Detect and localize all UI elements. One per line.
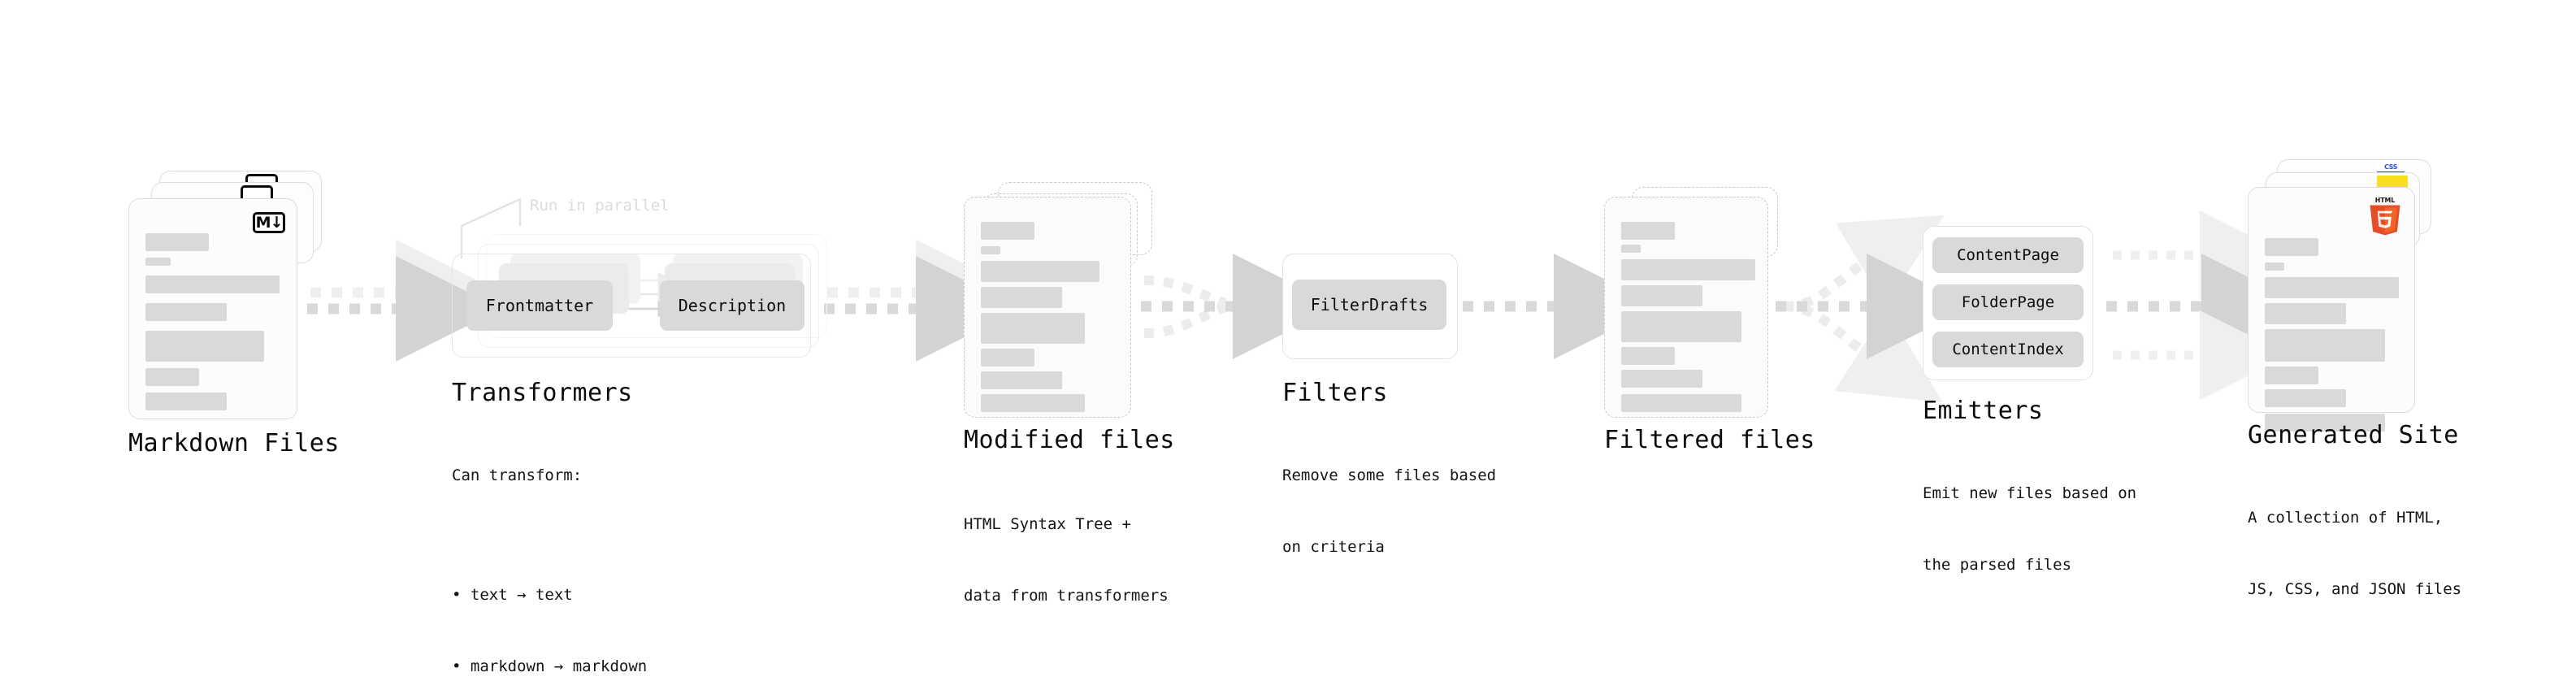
caption-line: on criteria [1282,538,1385,557]
filters-chip-filterdrafts[interactable]: FilterDrafts [1292,280,1446,330]
transformers-caption-title: Can transform: [452,466,583,484]
caption-line: Remove some files based [1282,466,1497,484]
connector-markdown-to-transformers [307,240,501,362]
modified-files-caption: HTML Syntax Tree + data from transformer… [964,465,1169,657]
connector-modified-to-filters [1141,254,1338,359]
caption-line: HTML Syntax Tree + [964,514,1131,533]
capability-item: • text → text [452,586,573,605]
stage-heading-generated-site: Generated Site [2248,421,2459,449]
run-in-parallel-label: Run in parallel [530,197,670,215]
stage-heading-transformers: Transformers [452,379,633,407]
stage-heading-emitters: Emitters [1923,397,2044,425]
caption-line: Emit new files based on [1923,484,2137,502]
site-card-front: HTML [2248,187,2415,432]
caption-line: JS, CSS, and JSON files [2248,580,2462,599]
transformer-chip-frontmatter[interactable]: Frontmatter [466,280,613,331]
emitters-chip-contentpage[interactable]: ContentPage [1932,237,2084,273]
markdown-card-front: M↓ [128,198,297,419]
caption-line: A collection of HTML, [2248,508,2444,527]
generated-site-caption: A collection of HTML, JS, CSS, and JSON … [2248,458,2461,650]
svg-text:HTML: HTML [2375,197,2396,204]
stage-heading-modified-files: Modified files [964,426,1175,454]
connector-filtered-to-emitters [1776,215,1972,403]
capability-item: • markdown → markdown [452,657,648,676]
stage-heading-filters: Filters [1282,379,1388,407]
css-icon-label: CSS [2384,163,2397,171]
transformers-capability-list: • text → text • markdown → markdown • ht… [452,536,647,681]
filters-caption: Remove some files based on criteria [1282,416,1496,608]
stage-heading-filtered-files: Filtered files [1604,426,1815,454]
emitters-chip-contentindex[interactable]: ContentIndex [1932,332,2084,367]
filtered-card-front [1604,197,1768,418]
transformer-panel-front [452,254,811,358]
emitters-caption: Emit new files based on the parsed files [1923,434,2136,626]
connector-transformers-to-modified [824,240,1021,362]
html5-icon: HTML [2367,196,2403,236]
transformers-caption: Can transform: • text → text • markdown … [452,416,647,681]
emitters-chip-folderpage[interactable]: FolderPage [1932,284,2084,320]
caption-line: the parsed files [1923,556,2072,575]
caption-line: data from transformers [964,587,1169,605]
transformer-chip-description[interactable]: Description [660,280,804,331]
stage-heading-markdown-files: Markdown Files [128,429,340,458]
modified-card-front [964,197,1131,418]
markdown-icon: M↓ [253,212,285,233]
connector-emitters-to-site [2106,210,2307,400]
